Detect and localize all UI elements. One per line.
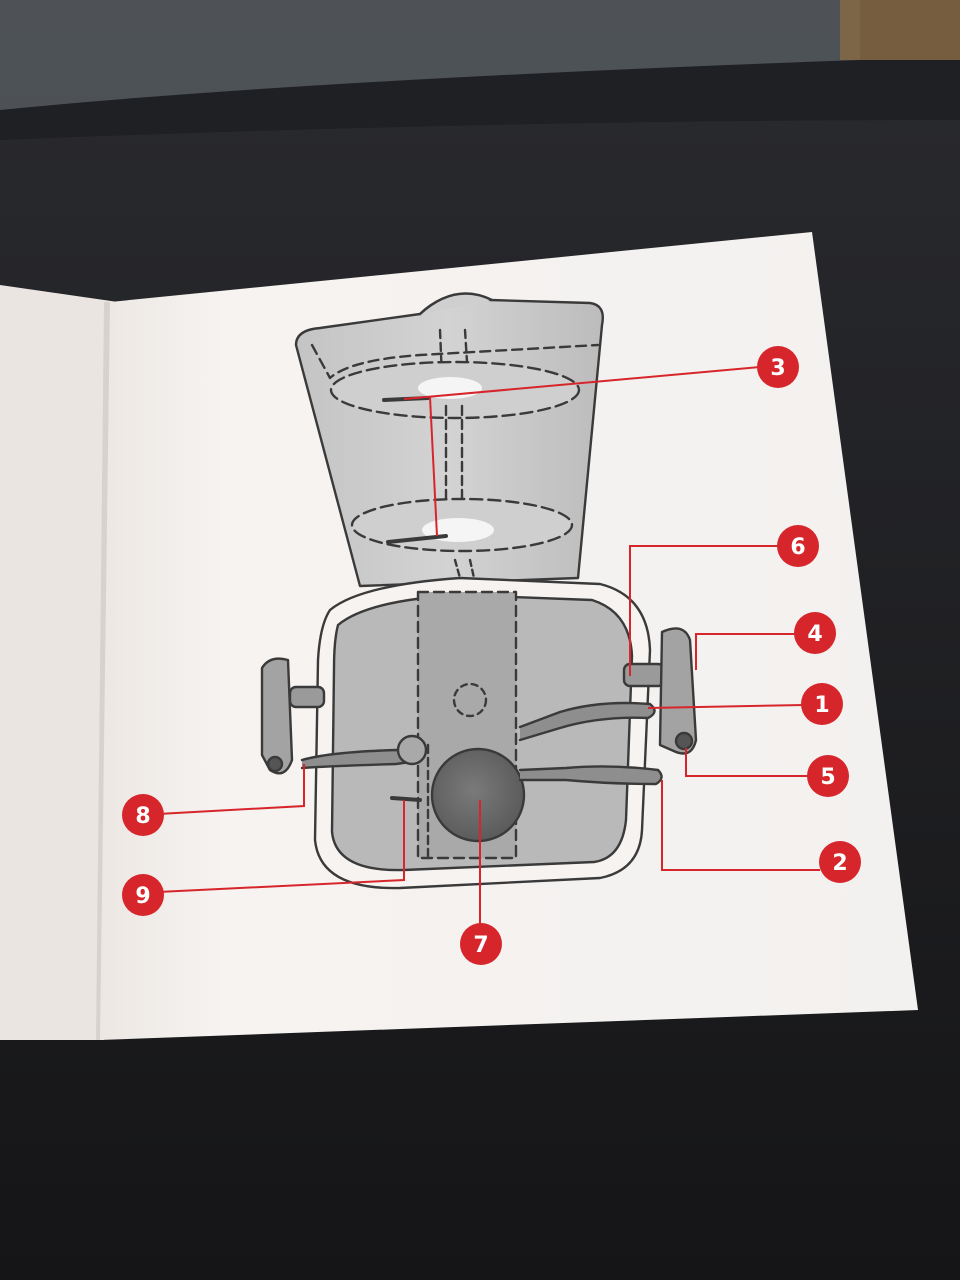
leader-1	[647, 704, 805, 709]
bolt-9	[390, 796, 422, 802]
leader-4	[695, 633, 796, 670]
leader-8	[157, 764, 305, 815]
callout-8: 8	[122, 794, 164, 836]
callout-4-label: 4	[807, 622, 822, 647]
lower-screw	[386, 534, 448, 544]
callout-5-circle	[807, 755, 849, 797]
callout-badges: 3 6 4 1 5 2 8 9	[122, 346, 861, 965]
callout-6-circle	[777, 525, 819, 567]
callout-6: 6	[777, 525, 819, 567]
grinder-illustration	[260, 292, 698, 890]
hopper	[294, 292, 604, 588]
callout-5: 5	[807, 755, 849, 797]
drive-gear	[430, 747, 526, 843]
callout-8-label: 8	[135, 804, 150, 829]
callout-9-label: 9	[135, 884, 150, 909]
callout-2-circle	[819, 841, 861, 883]
callout-3-circle	[757, 346, 799, 388]
bolt-2	[518, 765, 663, 786]
callout-3: 3	[757, 346, 799, 388]
callout-9-circle	[122, 874, 164, 916]
callout-6-label: 6	[790, 535, 805, 560]
callout-1-label: 1	[814, 693, 829, 718]
callout-1: 1	[801, 683, 843, 725]
callout-5-label: 5	[820, 765, 835, 790]
callout-leaders	[157, 366, 820, 934]
callout-7: 7	[460, 923, 502, 965]
callout-2-label: 2	[832, 851, 847, 876]
callout-4: 4	[794, 612, 836, 654]
callout-7-circle	[460, 923, 502, 965]
leader-3	[403, 366, 761, 537]
right-handle	[622, 627, 698, 755]
callout-4-circle	[794, 612, 836, 654]
callout-2: 2	[819, 841, 861, 883]
callout-9: 9	[122, 874, 164, 916]
left-handle	[260, 657, 326, 775]
callout-8-circle	[122, 794, 164, 836]
callout-3-label: 3	[770, 356, 785, 381]
leader-6	[629, 545, 780, 676]
left-page	[0, 285, 118, 1040]
leader-5	[685, 748, 808, 777]
bolt-1	[518, 701, 656, 742]
leader-2	[661, 780, 820, 871]
leader-9	[157, 800, 405, 893]
grinder-body	[300, 576, 663, 890]
callout-7-label: 7	[473, 933, 488, 958]
callout-1-circle	[801, 683, 843, 725]
